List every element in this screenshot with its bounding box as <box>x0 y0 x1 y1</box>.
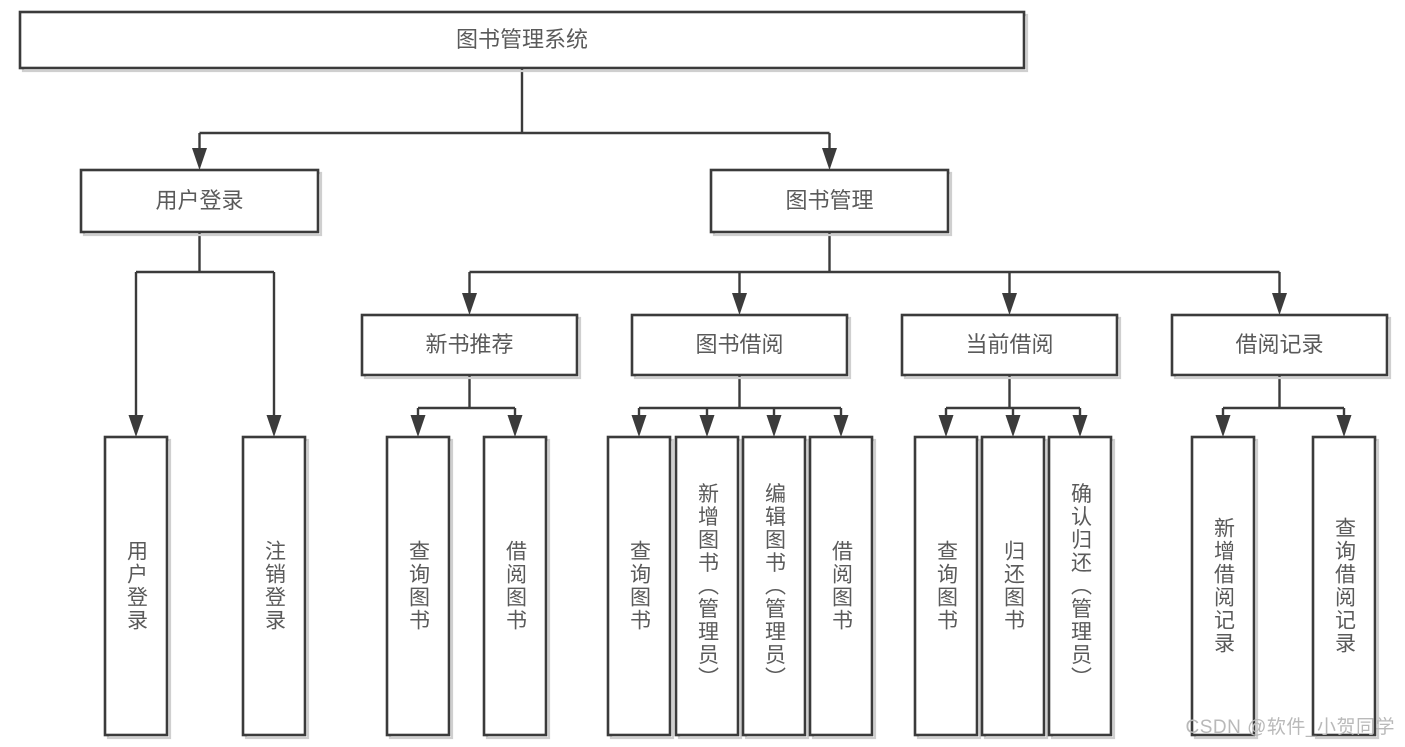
node-box <box>808 435 874 737</box>
node-leaf-logout[interactable]: 注销登录 <box>241 435 310 740</box>
node-leaf-br-add[interactable]: 新增借阅记录 <box>1190 435 1259 740</box>
node-label: 查询借阅记录 <box>1333 517 1357 655</box>
node-book-manage[interactable]: 图书管理 <box>709 168 953 237</box>
arrow-head <box>631 415 647 437</box>
node-label: 图书借阅 <box>695 332 783 357</box>
node-leaf-rec-query[interactable]: 查询图书 <box>385 435 454 740</box>
edge-group-borrow-record <box>1215 375 1352 437</box>
node-box <box>103 435 169 737</box>
arrow-head <box>822 148 837 170</box>
node-label: 图书管理系统 <box>456 27 588 52</box>
arrow-head <box>128 415 144 437</box>
node-label: 新增图书（管理员） <box>696 483 720 690</box>
node-box <box>900 313 1119 377</box>
node-layer: 图书管理系统用户登录图书管理新书推荐图书借阅当前借阅借阅记录用户登录注销登录查询… <box>18 10 1392 740</box>
arrow-head <box>462 293 477 315</box>
node-box <box>241 435 307 737</box>
node-box <box>606 435 672 737</box>
watermark-text: CSDN @软件_小贺同学 <box>1185 717 1395 738</box>
edge-layer <box>128 68 1352 437</box>
arrow-head <box>833 415 849 437</box>
arrow-head <box>410 415 426 437</box>
node-book-borrow[interactable]: 图书借阅 <box>630 313 852 380</box>
node-box <box>1047 435 1113 737</box>
edge-group-root <box>192 68 837 170</box>
node-box <box>741 435 807 737</box>
node-box <box>360 313 579 377</box>
node-root[interactable]: 图书管理系统 <box>18 10 1029 73</box>
edge-group-book-borrow <box>631 375 849 437</box>
edge-group-book-manage <box>462 232 1287 315</box>
arrow-head <box>1215 415 1231 437</box>
node-box <box>709 168 950 234</box>
node-box <box>482 435 548 737</box>
node-label: 查询图书 <box>935 540 959 632</box>
node-box <box>980 435 1046 737</box>
arrow-head <box>1272 293 1287 315</box>
node-leaf-br-query[interactable]: 查询借阅记录 <box>1311 435 1380 740</box>
node-box <box>913 435 979 737</box>
arrow-head <box>938 415 954 437</box>
node-borrow-record[interactable]: 借阅记录 <box>1170 313 1392 380</box>
node-leaf-cb-query[interactable]: 查询图书 <box>913 435 982 740</box>
node-label: 新书推荐 <box>425 332 513 357</box>
arrow-head <box>1005 415 1021 437</box>
node-label: 编辑图书（管理员） <box>763 483 787 690</box>
arrow-head <box>1072 415 1088 437</box>
node-user-login[interactable]: 用户登录 <box>79 168 323 237</box>
node-label: 查询图书 <box>628 540 652 632</box>
node-label: 借阅图书 <box>830 540 854 632</box>
edge-group-current-borrow <box>938 375 1088 437</box>
node-label: 借阅图书 <box>504 540 528 632</box>
node-label: 用户登录 <box>125 540 149 632</box>
node-label: 注销登录 <box>263 540 287 632</box>
node-new-book-rec[interactable]: 新书推荐 <box>360 313 582 380</box>
arrow-head <box>1336 415 1352 437</box>
node-label: 确认归还（管理员） <box>1069 483 1093 690</box>
arrow-head <box>266 415 282 437</box>
node-box <box>1170 313 1389 377</box>
node-box <box>1190 435 1256 737</box>
node-leaf-bb-edit[interactable]: 编辑图书（管理员） <box>741 435 810 740</box>
arrow-head <box>1002 293 1017 315</box>
node-label: 新增借阅记录 <box>1212 517 1236 655</box>
node-box <box>674 435 740 737</box>
node-label: 当前借阅 <box>965 332 1053 357</box>
node-label: 借阅记录 <box>1235 332 1323 357</box>
node-box <box>18 10 1026 70</box>
node-label: 归还图书 <box>1002 540 1026 632</box>
node-box <box>1311 435 1377 737</box>
node-label: 用户登录 <box>155 188 243 213</box>
node-leaf-user-login[interactable]: 用户登录 <box>103 435 172 740</box>
edge-group-new-book-rec <box>410 375 523 437</box>
arrow-head <box>507 415 523 437</box>
node-label: 查询图书 <box>407 540 431 632</box>
node-leaf-cb-confirm[interactable]: 确认归还（管理员） <box>1047 435 1116 740</box>
node-leaf-rec-borrow[interactable]: 借阅图书 <box>482 435 551 740</box>
node-leaf-bb-query[interactable]: 查询图书 <box>606 435 675 740</box>
node-box <box>79 168 320 234</box>
edge-group-user-login <box>128 232 282 437</box>
arrow-head <box>192 148 207 170</box>
node-leaf-bb-add[interactable]: 新增图书（管理员） <box>674 435 743 740</box>
node-box <box>630 313 849 377</box>
node-label: 图书管理 <box>785 188 873 213</box>
node-box <box>385 435 451 737</box>
node-leaf-bb-borrow[interactable]: 借阅图书 <box>808 435 877 740</box>
arrow-head <box>766 415 782 437</box>
node-current-borrow[interactable]: 当前借阅 <box>900 313 1122 380</box>
arrow-head <box>732 293 747 315</box>
arrow-head <box>699 415 715 437</box>
node-leaf-cb-return[interactable]: 归还图书 <box>980 435 1049 740</box>
